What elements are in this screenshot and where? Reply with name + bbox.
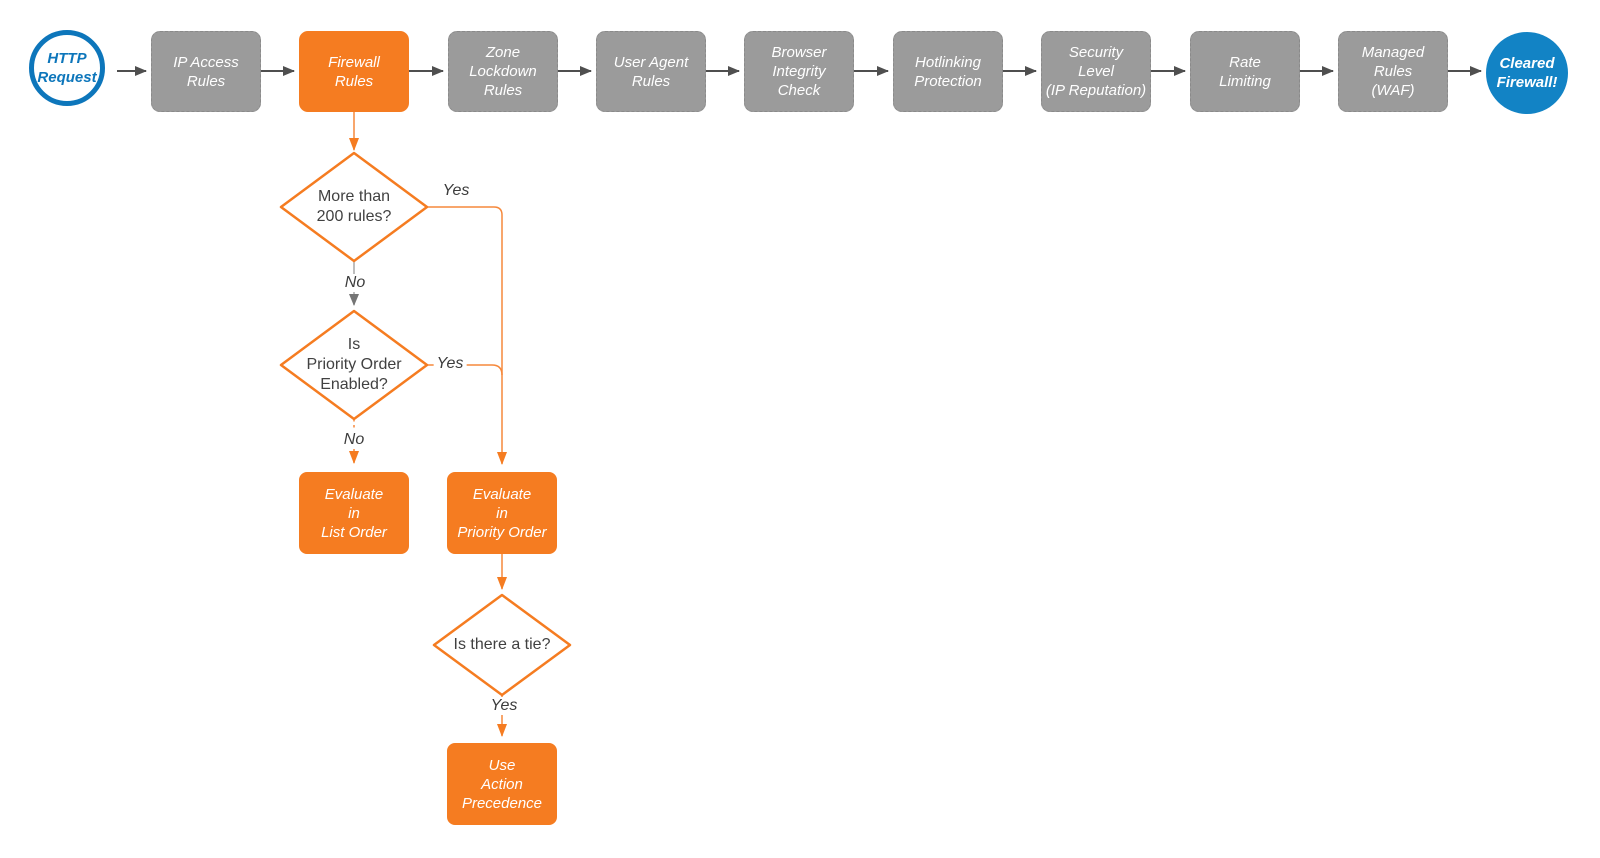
edge-decision2-yes [427,364,503,376]
process-managed-rules-waf: Managed Rules (WAF) [1338,31,1448,112]
process-firewall-rules: Firewall Rules [299,31,409,112]
process-security-level: Security Level (IP Reputation) [1041,31,1151,112]
edge-label-decision2-yes: Yes [433,355,467,373]
process-ip-access-rules: IP Access Rules [151,31,261,112]
decision3-diamond [432,593,572,697]
decision1-diamond [279,151,429,263]
process-hotlinking-protection: Hotlinking Protection [893,31,1003,112]
edge-label-decision2-no: No [340,431,368,449]
action-use-action-precedence: Use Action Precedence [447,743,557,825]
edge-label-decision3-yes: Yes [487,697,521,715]
action-evaluate-in-list-order: Evaluate in List Order [299,472,409,554]
decision-shapes [279,151,572,697]
edge-label-decision1-yes: Yes [439,182,473,200]
process-zone-lockdown-rules: Zone Lockdown Rules [448,31,558,112]
decision1-label-more-than-200-rules: More than 200 rules? [316,188,392,225]
decision3-label-is-there-a-tie: Is there a tie? [453,636,551,653]
start-node-http-request: HTTP Request [29,30,105,106]
end-node-cleared-firewall: Cleared Firewall! [1486,32,1568,114]
decision2-label-priority-order-enabled: Is Priority Order Enabled? [306,336,402,393]
process-rate-limiting: Rate Limiting [1190,31,1300,112]
process-user-agent-rules: User Agent Rules [596,31,706,112]
process-browser-integrity-check: Browser Integrity Check [744,31,854,112]
decision2-diamond [279,309,429,421]
action-evaluate-in-priority-order: Evaluate in Priority Order [447,472,557,554]
edge-decision1-yes [427,206,507,465]
decision-connectors [349,112,507,737]
edge-label-decision1-no: No [341,274,369,292]
